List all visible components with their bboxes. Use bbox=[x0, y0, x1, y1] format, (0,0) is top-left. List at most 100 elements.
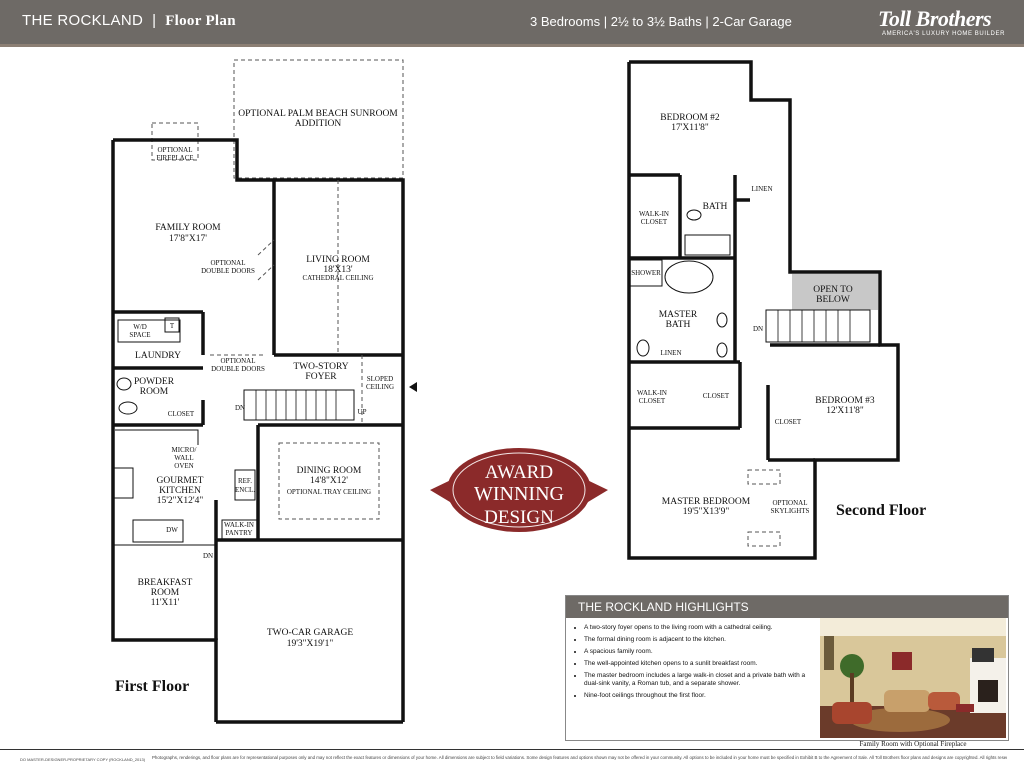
kitchen-counter-top bbox=[115, 429, 199, 445]
second-stair-treads bbox=[777, 310, 851, 342]
photo-caption: Family Room with Optional Fireplace bbox=[859, 740, 967, 748]
sink-1 bbox=[716, 312, 728, 328]
skylight-1 bbox=[747, 469, 781, 485]
first-floor-caption: First Floor bbox=[115, 678, 190, 695]
highlight-item: The well-appointed kitchen opens to a su… bbox=[584, 660, 816, 668]
header-title: THE ROCKLAND | Floor Plan bbox=[22, 12, 236, 30]
skylight-2 bbox=[747, 531, 781, 547]
award-badge: AWARD WINNING DESIGN bbox=[430, 448, 608, 532]
dw-label: DW bbox=[166, 526, 178, 534]
outer-wall-west bbox=[111, 140, 218, 722]
powder-sink bbox=[116, 377, 132, 391]
bath-tub bbox=[684, 234, 731, 256]
bath-label: BATH bbox=[703, 202, 728, 212]
laundry-label: LAUNDRY bbox=[135, 351, 181, 361]
stair-treads bbox=[255, 390, 337, 420]
highlights-title: THE ROCKLAND HIGHLIGHTS bbox=[566, 596, 1008, 618]
closet-label: CLOSET bbox=[168, 410, 195, 418]
toll-brothers-logo: Toll Brothers bbox=[878, 6, 992, 31]
opt-door-2 bbox=[257, 264, 275, 281]
highlight-item: The master bedroom includes a large walk… bbox=[584, 672, 816, 688]
footer-rule bbox=[0, 749, 1024, 750]
dn-label: DN bbox=[235, 404, 245, 412]
logo-tagline: AMERICA'S LUXURY HOME BUILDER bbox=[882, 31, 1006, 37]
closet-2-label: CLOSET bbox=[703, 392, 730, 400]
second-floor-caption: Second Floor bbox=[836, 502, 927, 519]
ref-encl-label: REF.ENCL. bbox=[235, 477, 255, 494]
cathedral-label: CATHEDRAL CEILING bbox=[302, 274, 373, 282]
highlight-item: A two-story foyer opens to the living ro… bbox=[584, 624, 816, 632]
up-label: UP bbox=[358, 408, 367, 416]
tray-ceiling-label: OPTIONAL TRAY CEILING bbox=[287, 488, 371, 496]
highlight-item: Nine-foot ceilings throughout the first … bbox=[584, 692, 816, 700]
footer-code: DO MASTER-DESIGNER-PROPRIETARY COPY (ROC… bbox=[20, 757, 146, 762]
highlights-list: A two-story foyer opens to the living ro… bbox=[566, 624, 816, 700]
pantry bbox=[221, 519, 258, 541]
entry-arrow bbox=[409, 382, 417, 392]
award-line-1: AWARD bbox=[485, 462, 553, 483]
footer-disclaimer: Photographs, renderings, and floor plans… bbox=[152, 755, 1007, 760]
laundry-tub bbox=[164, 317, 180, 333]
shower-label: SHOWER bbox=[631, 269, 661, 277]
family-room-photo bbox=[820, 618, 1006, 738]
shower bbox=[628, 259, 663, 287]
header-separator: | bbox=[152, 12, 157, 29]
award-seal-ring bbox=[452, 452, 586, 528]
master-toilet bbox=[636, 339, 650, 357]
t-label: T bbox=[170, 322, 175, 330]
dn-second-label: DN bbox=[753, 325, 763, 333]
doc-type: Floor Plan bbox=[165, 13, 236, 29]
ref-enclosure bbox=[234, 469, 256, 501]
kitchen-island bbox=[132, 519, 184, 543]
header-bar: THE ROCKLAND | Floor Plan 3 Bedrooms | 2… bbox=[0, 0, 1024, 44]
outer-wall-east bbox=[113, 138, 405, 722]
header-specs: 3 Bedrooms | 2½ to 3½ Baths | 2-Car Gara… bbox=[530, 14, 792, 29]
powder-toilet bbox=[118, 401, 138, 415]
model-name: THE ROCKLAND bbox=[22, 12, 144, 29]
roman-tub bbox=[664, 260, 714, 294]
bath-toilet bbox=[686, 209, 702, 221]
closet-3-label: CLOSET bbox=[775, 418, 802, 426]
opt-door-1 bbox=[257, 239, 275, 256]
open-to-below-fill bbox=[792, 274, 878, 310]
highlight-item: The formal dining room is adjacent to th… bbox=[584, 636, 816, 644]
sink-2 bbox=[716, 342, 728, 358]
dn-2-label: DN bbox=[203, 552, 213, 560]
linen-label: LINEN bbox=[752, 185, 773, 193]
award-line-3: DESIGN bbox=[484, 507, 554, 528]
header-rule bbox=[0, 44, 1024, 47]
second-floor-stair bbox=[765, 309, 871, 343]
highlight-item: A spacious family room. bbox=[584, 648, 816, 656]
tray-ceiling-outline bbox=[278, 442, 380, 520]
first-floor-stair bbox=[243, 389, 355, 421]
photo-illustration bbox=[820, 618, 1006, 738]
wd-space-box bbox=[117, 319, 181, 343]
award-seal bbox=[447, 448, 591, 532]
